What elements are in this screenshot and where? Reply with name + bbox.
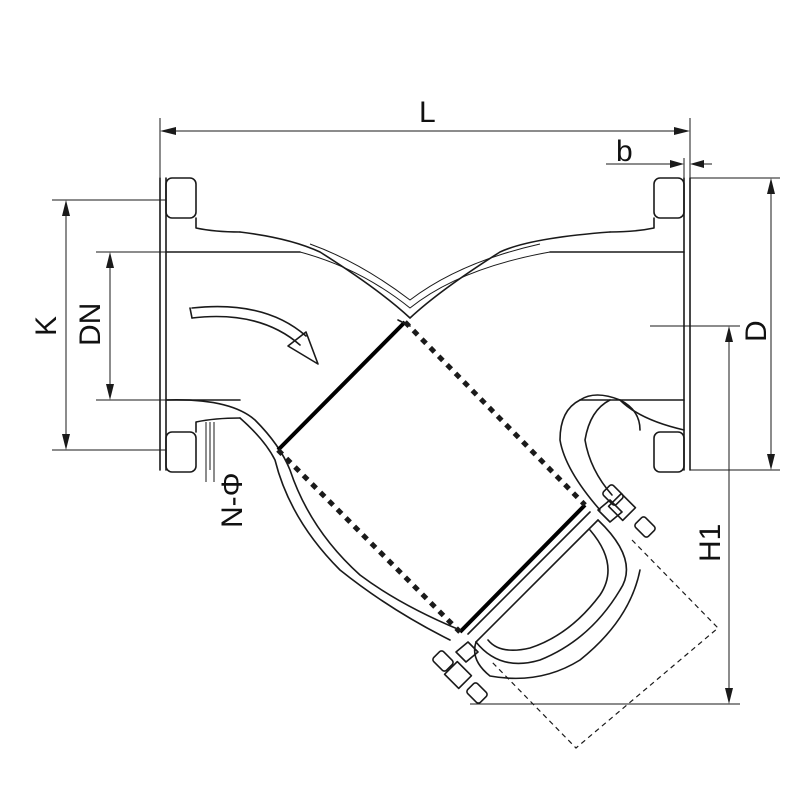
label-L: L xyxy=(419,96,436,129)
bolt-lower xyxy=(432,641,488,704)
valve-body xyxy=(165,231,685,641)
label-b: b xyxy=(616,135,633,168)
left-flange xyxy=(159,177,241,473)
label-K: K xyxy=(30,316,63,336)
right-flange xyxy=(609,177,691,473)
dim-L xyxy=(159,118,691,178)
removal-envelope xyxy=(489,539,719,749)
label-H1: H1 xyxy=(694,524,727,562)
dim-H1 xyxy=(470,325,740,705)
label-DN: DN xyxy=(74,303,107,346)
bolt-upper xyxy=(597,484,656,538)
strainer-screen xyxy=(276,319,587,634)
label-N-phi: N-Φ xyxy=(216,472,249,528)
flow-arrow-icon xyxy=(189,305,319,365)
strainer-cap xyxy=(467,511,641,680)
dim-N-phi xyxy=(205,422,215,482)
dim-K xyxy=(52,199,166,451)
dim-DN xyxy=(96,251,166,401)
dim-b xyxy=(606,158,712,178)
dim-D xyxy=(690,177,780,471)
label-D: D xyxy=(740,320,773,342)
